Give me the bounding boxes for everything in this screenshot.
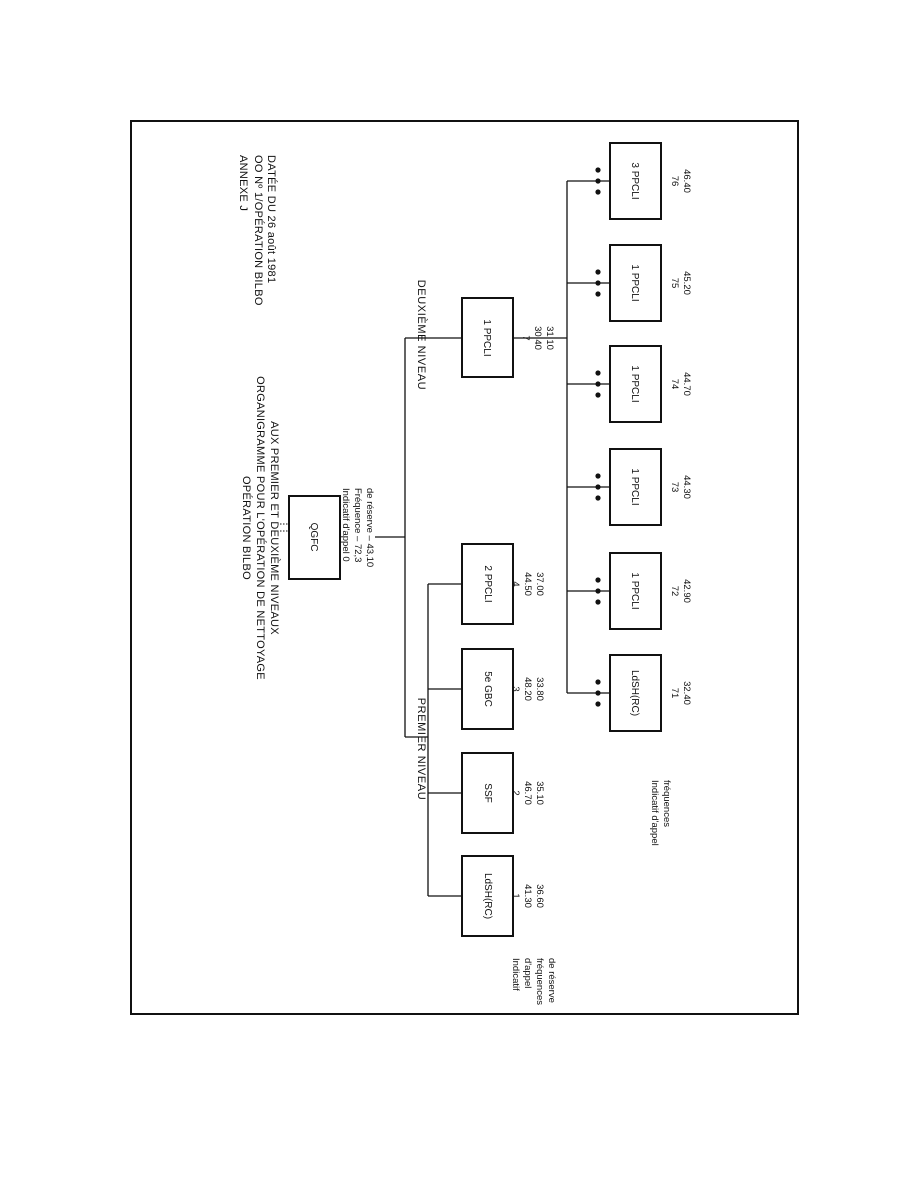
first-level-unit-box: [461, 543, 514, 625]
second-level-unit-callsign: 71: [669, 688, 680, 699]
hq-reserve-frequency: de réserve – 43,10: [364, 488, 375, 567]
first-level-unit-box: [461, 855, 514, 937]
unit-dot-marker: [595, 679, 601, 685]
second-level-unit-box: [609, 552, 662, 630]
unit-dot-marker: [595, 701, 601, 707]
second-level-unit-box: [609, 142, 662, 220]
second-level-parent-label: 1 PPCLI: [481, 319, 492, 356]
first-legend-frequencies: fréquences: [534, 958, 545, 1005]
unit-dot-marker: [595, 189, 601, 195]
unit-dot-marker: [595, 473, 601, 479]
second-level-unit-label: LdSH(RC): [629, 670, 640, 716]
second-level-unit-callsign: 76: [669, 176, 680, 187]
unit-dot-marker: [595, 392, 601, 398]
second-level-unit-frequency: 44.30: [681, 475, 692, 499]
first-level-unit-callsign: 2: [510, 790, 521, 795]
unit-dot-marker: [595, 588, 601, 594]
second-level-unit-label: 1 PPCLI: [629, 365, 640, 402]
unit-dot-marker: [595, 690, 601, 696]
first-level-unit-reserve: 37.00: [534, 572, 545, 596]
first-level-unit-frequency: 41.30: [522, 884, 533, 908]
second-level-unit-box: [609, 448, 662, 526]
first-level-unit-reserve: 35.10: [534, 781, 545, 805]
chart-title-organigram: ORGANIGRAMME POUR L'OPÉRATION DE NETTOYA…: [254, 376, 267, 680]
first-legend-callsign: Indicatif: [510, 958, 521, 991]
unit-dot-marker: [595, 291, 601, 297]
unit-dot-marker: [595, 577, 601, 583]
first-level-unit-callsign: 1: [510, 893, 521, 898]
unit-dot-marker: [595, 280, 601, 286]
first-level-unit-label: SSF: [482, 783, 493, 802]
second-level-unit-callsign: 73: [669, 482, 680, 493]
unit-dot-marker: [595, 167, 601, 173]
first-level-unit-frequency: 46.70: [522, 781, 533, 805]
chart-title-levels: AUX PREMIER ET DEUXIÈME NIVEAUX: [268, 421, 281, 635]
second-level-unit-label: 1 PPCLI: [629, 572, 640, 609]
second-level-unit-frequency: 46.40: [681, 169, 692, 193]
unit-dot-marker: [595, 495, 601, 501]
unit-dot-marker: [595, 370, 601, 376]
first-legend-reserve: de réserve: [546, 958, 557, 1003]
first-level-unit-box: [461, 752, 514, 834]
chart-title-operation: OPÉRATION BILBO: [240, 476, 253, 580]
hq-box: [288, 495, 341, 580]
first-level-unit-reserve: 33.80: [534, 677, 545, 701]
first-level-title: PREMIER NIVEAU: [415, 698, 427, 801]
first-level-unit-callsign: 4: [510, 581, 521, 586]
first-level-unit-callsign: 3: [510, 686, 521, 691]
first-level-unit-reserve: 36.60: [534, 884, 545, 908]
second-level-parent-box: [461, 297, 514, 378]
first-level-unit-frequency: 48.20: [522, 677, 533, 701]
unit-dot-marker: [595, 484, 601, 490]
first-level-unit-label: 5e GBC: [482, 671, 493, 707]
unit-dot-marker: [595, 599, 601, 605]
second-level-unit-callsign: 72: [669, 586, 680, 597]
first-level-unit-label: LdSH(RC): [482, 873, 493, 919]
hq-label: QGFC: [308, 523, 319, 552]
second-level-unit-box: [609, 244, 662, 322]
second-legend-callsign: Indicatif d'appel: [649, 780, 660, 846]
second-level-unit-label: 1 PPCLI: [629, 468, 640, 505]
annex-label: ANNEXE J: [237, 155, 249, 211]
second-level-unit-box: [609, 345, 662, 423]
hq-callsign: Indicatif d'appel 0: [340, 488, 351, 562]
first-level-unit-box: [461, 648, 514, 730]
second-level-title: DEUXIÈME NIVEAU: [415, 280, 428, 390]
annex-date: DATÉE DU 26 août 1981: [265, 155, 278, 283]
page-frame: [130, 120, 799, 1015]
second-level-unit-box: [609, 654, 662, 732]
unit-dot-marker: [595, 178, 601, 184]
second-level-unit-label: 1 PPCLI: [629, 264, 640, 301]
unit-dot-marker: [595, 381, 601, 387]
hq-frequency: Fréquence – 72,3: [352, 488, 363, 562]
first-level-unit-frequency: 44.50: [522, 572, 533, 596]
second-level-unit-callsign: 74: [669, 379, 680, 390]
annex-order-ref: OO Nº 1/OPÉRATION BILBO: [252, 155, 265, 306]
first-legend-callsign-2: d'appel: [522, 958, 533, 988]
second-level-unit-frequency: 45.20: [681, 271, 692, 295]
second-level-unit-frequency: 42.90: [681, 579, 692, 603]
second-level-unit-callsign: 75: [669, 278, 680, 289]
second-legend-frequencies: fréquences: [661, 780, 672, 827]
first-level-unit-label: 2 PPCLI: [482, 565, 493, 602]
second-level-unit-frequency: 32.40: [681, 681, 692, 705]
second-level-unit-label: 3 PPCLI: [629, 162, 640, 199]
second-level-unit-frequency: 44.70: [681, 372, 692, 396]
unit-dot-marker: [595, 269, 601, 275]
